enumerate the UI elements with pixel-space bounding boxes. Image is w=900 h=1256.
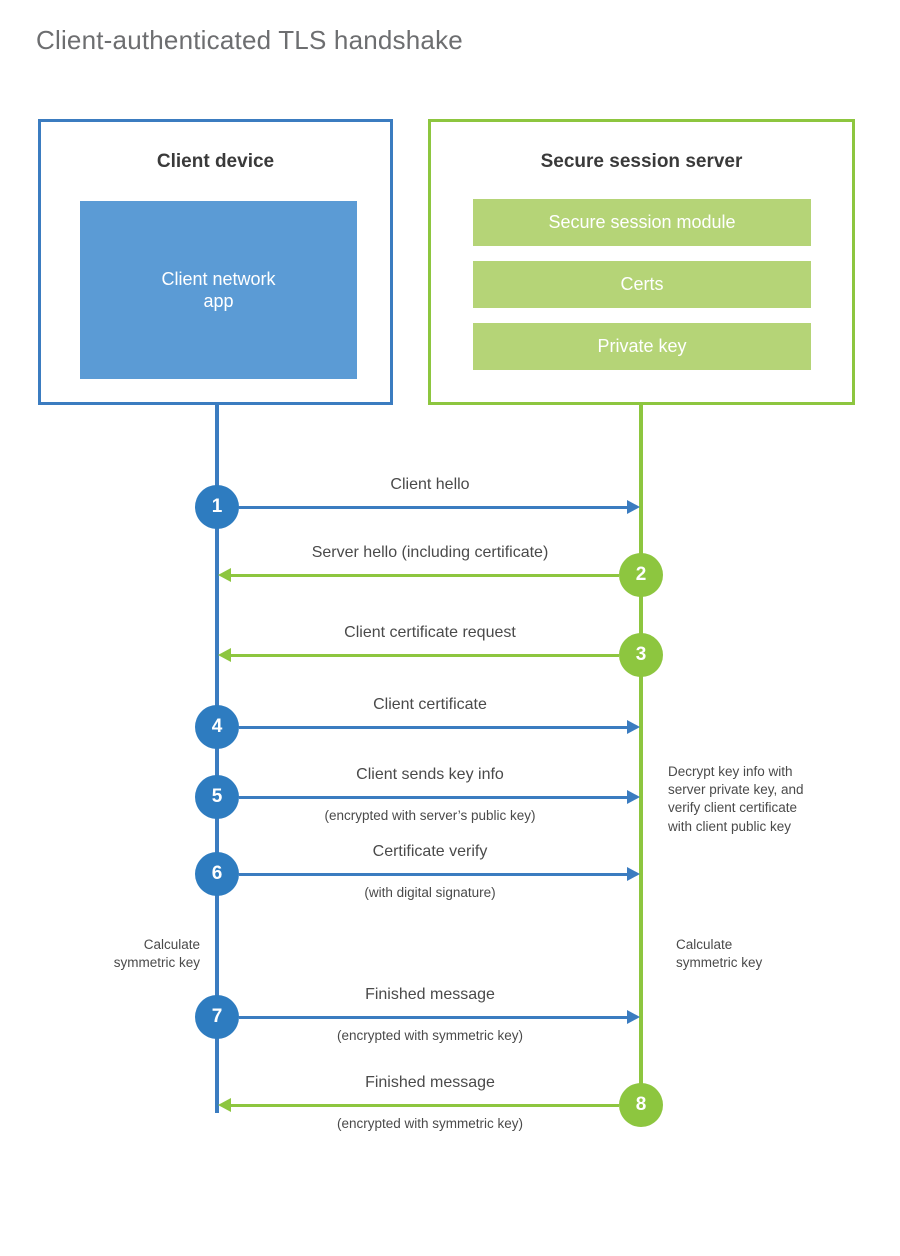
note-server-decrypt: Decrypt key info with server private key… [668, 764, 804, 834]
message-label-1: Client hello [390, 476, 470, 493]
step-badge-2[interactable]: 2 [619, 553, 663, 597]
arrow-line [239, 796, 628, 799]
message-label-2: Server hello (including certificate) [311, 544, 549, 561]
server-block-secure-session-module: Secure session module [473, 199, 811, 246]
arrow-line [239, 873, 628, 876]
server-block-certs: Certs [473, 261, 811, 308]
message-sublabel-7: (encrypted with symmetric key) [336, 1028, 524, 1043]
step-badge-1[interactable]: 1 [195, 485, 239, 529]
arrow-line [239, 506, 628, 509]
message-label-7: Finished message [365, 986, 495, 1003]
note-client-calculate-symmetric-key: Calculate symmetric key [113, 937, 200, 971]
lifeline-client [215, 405, 219, 1113]
step-badge-4[interactable]: 4 [195, 705, 239, 749]
message-label-4: Client certificate [373, 696, 487, 713]
arrow-head-icon [218, 1098, 231, 1112]
message-sublabel-8: (encrypted with symmetric key) [336, 1116, 524, 1131]
step-badge-5[interactable]: 5 [195, 775, 239, 819]
client-network-app-block: Client network app [80, 201, 357, 379]
step-badge-3[interactable]: 3 [619, 633, 663, 677]
message-label-6: Certificate verify [372, 843, 488, 860]
arrow-head-icon [627, 790, 640, 804]
step-badge-8[interactable]: 8 [619, 1083, 663, 1127]
message-sublabel-5: (encrypted with server’s public key) [324, 808, 536, 823]
arrow-line [230, 1104, 619, 1107]
actor-title-client: Client device [156, 151, 275, 172]
page-title: Client-authenticated TLS handshake [36, 25, 463, 55]
step-badge-7[interactable]: 7 [195, 995, 239, 1039]
actor-box-client: Client device Client network app [38, 119, 393, 405]
lifeline-server [639, 405, 643, 1107]
step-badge-6[interactable]: 6 [195, 852, 239, 896]
actor-title-server: Secure session server [540, 151, 743, 172]
server-block-private-key: Private key [473, 323, 811, 370]
arrow-line [239, 1016, 628, 1019]
message-sublabel-6: (with digital signature) [364, 885, 496, 900]
arrow-line [230, 574, 619, 577]
arrow-head-icon [627, 1010, 640, 1024]
message-label-3: Client certificate request [344, 624, 516, 641]
arrow-line [230, 654, 619, 657]
message-label-5: Client sends key info [356, 766, 504, 783]
arrow-head-icon [627, 867, 640, 881]
arrow-head-icon [627, 500, 640, 514]
arrow-line [239, 726, 628, 729]
arrow-head-icon [218, 648, 231, 662]
message-label-8: Finished message [365, 1074, 495, 1091]
arrow-head-icon [218, 568, 231, 582]
arrow-head-icon [627, 720, 640, 734]
actor-box-server: Secure session server Secure session mod… [428, 119, 855, 405]
note-server-calculate-symmetric-key: Calculate symmetric key [676, 937, 763, 971]
